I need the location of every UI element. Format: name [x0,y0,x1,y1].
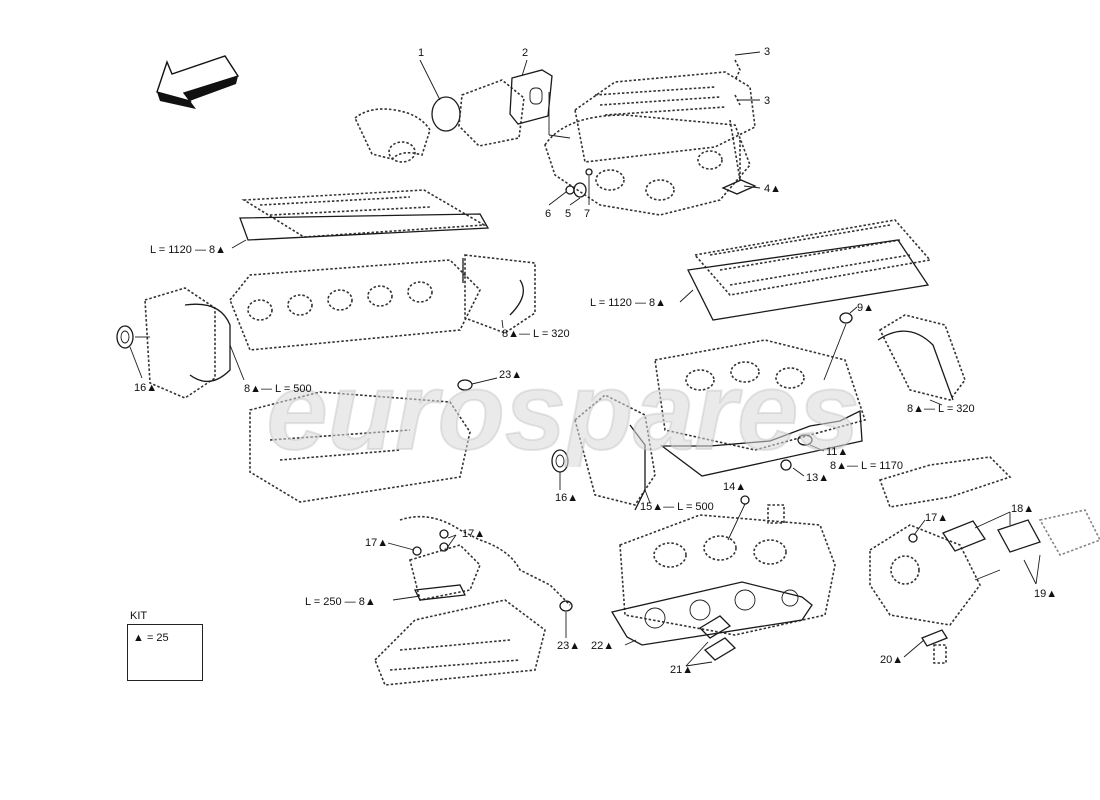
callout-1: 1 [418,47,425,59]
kit-title: KIT [130,610,148,622]
callout-17a: 17▲ [462,528,486,540]
callout-14: 14▲ [723,481,747,493]
gasket-4 [721,179,757,195]
kit-legend-text: ▲ = 25 [133,632,169,644]
o-ring-9 [839,312,853,324]
cylinder-head-lower [610,495,836,661]
gasket-21b [703,637,737,661]
plug-13 [780,459,792,471]
callout-4: 4▲ [764,183,782,195]
gasket-cam-cover-left [239,213,490,241]
gasket-2 [509,69,553,125]
callout-20: 20▲ [880,654,904,666]
gasket-8-1170 [660,409,863,477]
callout-8-250: L = 250 — 8▲ [305,596,376,608]
gasket-front-cover-left [184,303,231,382]
callout-19: 19▲ [1034,588,1058,600]
exhaust-manifold-right [869,456,1100,664]
cylinder-head-right [654,312,966,477]
callout-22: 22▲ [591,640,615,652]
callout-17c: 17▲ [925,512,949,524]
o-ring-1 [431,96,461,132]
callout-8-500-left: 8▲— L = 500 [244,383,312,395]
gasket-cam-cover-right [687,239,930,321]
callout-13: 13▲ [806,472,830,484]
cam-cover-right [687,219,932,321]
head-gasket-22 [610,581,813,646]
o-ring-23-bottom [559,600,573,612]
water-pump-lower-left [374,515,573,686]
callout-7: 7 [584,208,591,220]
gasket-15-500 [629,424,646,511]
callout-8-1170: 8▲— L = 1170 [830,460,903,472]
callout-2: 2 [522,47,529,59]
callout-23-top: 23▲ [499,369,523,381]
gasket-18b [997,519,1041,553]
callout-5: 5 [565,208,572,220]
water-outlet-assembly [354,69,553,163]
engine-block-left [249,379,473,503]
callout-21: 21▲ [670,664,694,676]
gasket-8-250 [414,584,466,601]
seal-16-left [116,325,134,349]
seal-16-mid [551,449,569,473]
o-ring-23-top [457,379,473,391]
callout-6: 6 [545,208,552,220]
callout-3b: 3 [764,95,771,107]
cam-cover-left [239,189,490,241]
callout-16-mid: 16▲ [555,492,579,504]
callout-11: 11▲ [826,446,849,458]
callout-8-320-left: 8▲— L = 320 [502,328,570,340]
cylinder-head-left [116,259,481,399]
o-ring-11 [797,434,813,446]
intake-manifold-top [544,59,757,216]
callout-8-1120-left: L = 1120 — 8▲ [150,244,227,256]
o-ring-14 [740,495,750,505]
callout-18: 18▲ [1011,503,1035,515]
belt-cover-bracket [462,254,536,334]
callout-8-1120-right: L = 1120 — 8▲ [590,297,667,309]
gasket-18a [942,520,986,552]
callout-17b: 17▲ [365,537,389,549]
gasket-21a [698,615,732,639]
kit-legend-box [127,624,203,681]
callout-9: 9▲ [857,302,875,314]
callout-15-500: 15▲— L = 500 [640,501,714,513]
gasket-right-front-cover [877,330,954,401]
callout-8-320-right: 8▲— L = 320 [907,403,975,415]
o-ring-5 [573,182,587,198]
callout-16-left: 16▲ [134,382,158,394]
front-direction-arrow-icon [156,55,240,109]
gasket-20 [921,629,948,647]
callout-23-bottom: 23▲ [557,640,581,652]
callout-3a: 3 [764,46,771,58]
